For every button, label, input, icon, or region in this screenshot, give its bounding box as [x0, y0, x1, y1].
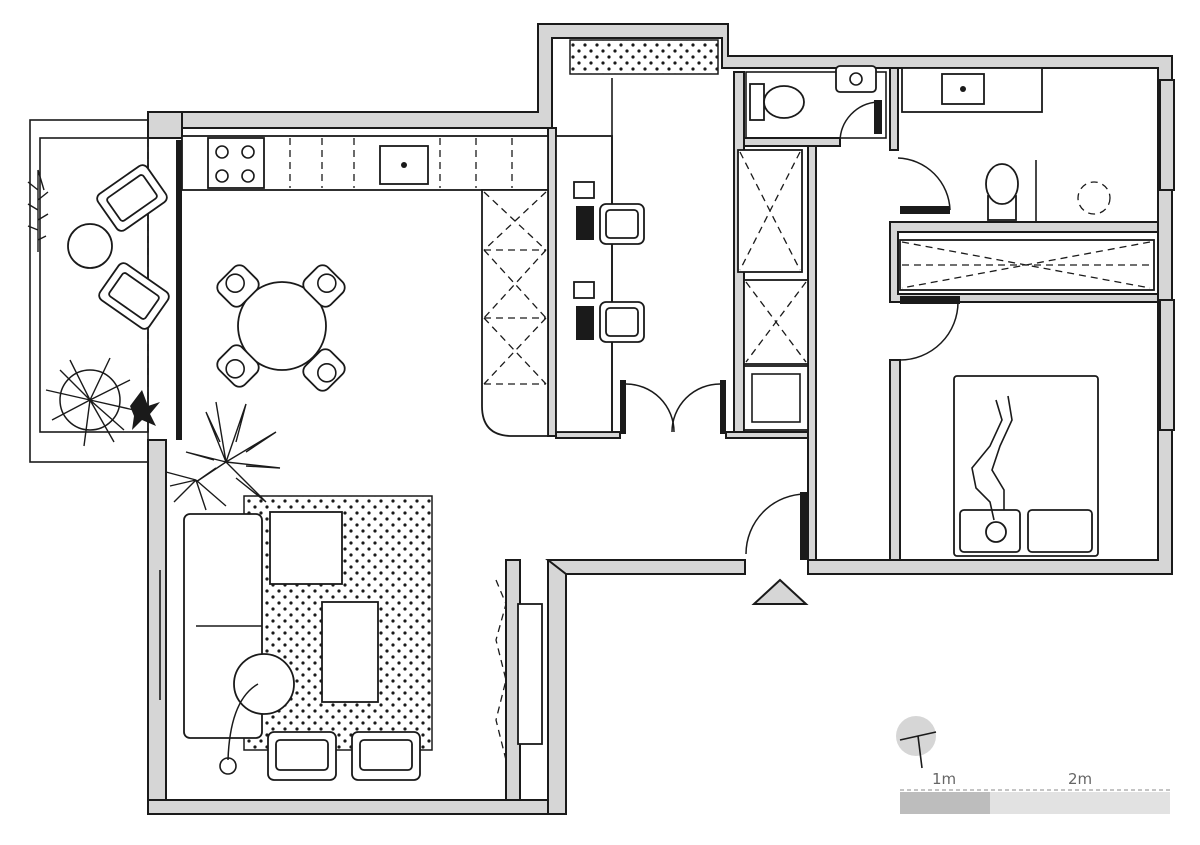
balcony-side-table — [67, 223, 113, 269]
balcony-armchair-top — [96, 164, 168, 232]
bedroom-door — [900, 296, 960, 304]
partition-kitchen-corridor — [547, 127, 557, 437]
lower-closet-wall — [505, 559, 521, 801]
wc-lower-wall — [743, 137, 841, 147]
dining-chair — [302, 348, 346, 392]
toilet — [749, 83, 805, 121]
desk-chair — [599, 203, 645, 245]
dining-chair — [216, 264, 260, 308]
dining-chair — [216, 344, 260, 388]
partition-bedroom-left — [889, 359, 901, 561]
washing-machine — [743, 365, 809, 431]
bathroom — [897, 67, 1155, 291]
keyboard — [576, 306, 594, 340]
sleeping-person — [971, 395, 1013, 543]
burner — [215, 145, 229, 159]
computer-monitor — [573, 281, 595, 299]
scale-legend: 1m 2m — [896, 716, 1170, 814]
cooktop — [207, 137, 265, 189]
double-door — [620, 380, 726, 434]
exterior-wall-left — [147, 439, 167, 801]
dining-table — [237, 281, 327, 371]
exterior-wall-bottom — [147, 799, 567, 815]
balcony-armchair-bottom — [98, 262, 170, 330]
scale-bar-2m — [990, 792, 1170, 814]
walls — [147, 23, 1175, 815]
wc-room — [745, 71, 887, 139]
window-planter — [569, 39, 719, 75]
living-plant — [165, 401, 281, 511]
burner — [241, 169, 255, 183]
bathroom-toilet — [985, 163, 1019, 221]
dining-chair — [302, 264, 346, 308]
storage-wall-bottom — [555, 431, 809, 439]
pillow — [1027, 509, 1093, 553]
coffee-table — [321, 601, 379, 703]
entry — [745, 492, 809, 605]
partition-hall-left — [807, 145, 817, 561]
study-area — [555, 39, 726, 434]
partition-bath-bedroom — [889, 221, 1159, 303]
wc-door — [874, 100, 882, 134]
kitchen-peninsula — [481, 189, 549, 437]
burner — [215, 169, 229, 183]
scale-bar-1m — [900, 792, 990, 814]
burner — [241, 145, 255, 159]
bedroom — [899, 296, 1099, 557]
armchair — [267, 731, 337, 781]
armchair — [351, 731, 421, 781]
balcony-plant-bottom — [45, 357, 160, 447]
balcony-plant-top — [27, 169, 49, 252]
living-area — [159, 401, 543, 781]
scale-label-2m: 2m — [1068, 770, 1092, 788]
balcony — [27, 119, 182, 463]
side-table — [233, 653, 295, 715]
shower-drain — [1077, 181, 1111, 215]
exterior-wall-entry — [545, 559, 746, 575]
dining-area — [216, 264, 346, 392]
scale-label-1m: 1m — [932, 770, 956, 788]
right-wall-window-gap — [1159, 79, 1175, 431]
wc — [745, 65, 887, 143]
exterior-wall-lower-right — [547, 559, 567, 815]
wall-corner — [147, 111, 183, 139]
entrance-arrow — [751, 578, 809, 605]
keyboard — [576, 206, 594, 240]
folding-door — [495, 579, 507, 761]
balcony-sliding-door — [176, 140, 182, 440]
storage-closets — [737, 149, 809, 431]
partition-wc-bath — [889, 67, 899, 151]
entry-door — [800, 492, 808, 560]
computer-monitor — [573, 181, 595, 199]
floor-lamp — [219, 757, 237, 775]
sink-drain — [401, 162, 407, 168]
ottoman — [269, 511, 343, 585]
bathroom-door — [900, 206, 950, 214]
desk-chair — [599, 301, 645, 343]
wc-basin — [835, 65, 877, 93]
tv-unit — [517, 603, 543, 745]
kitchen — [181, 135, 549, 437]
